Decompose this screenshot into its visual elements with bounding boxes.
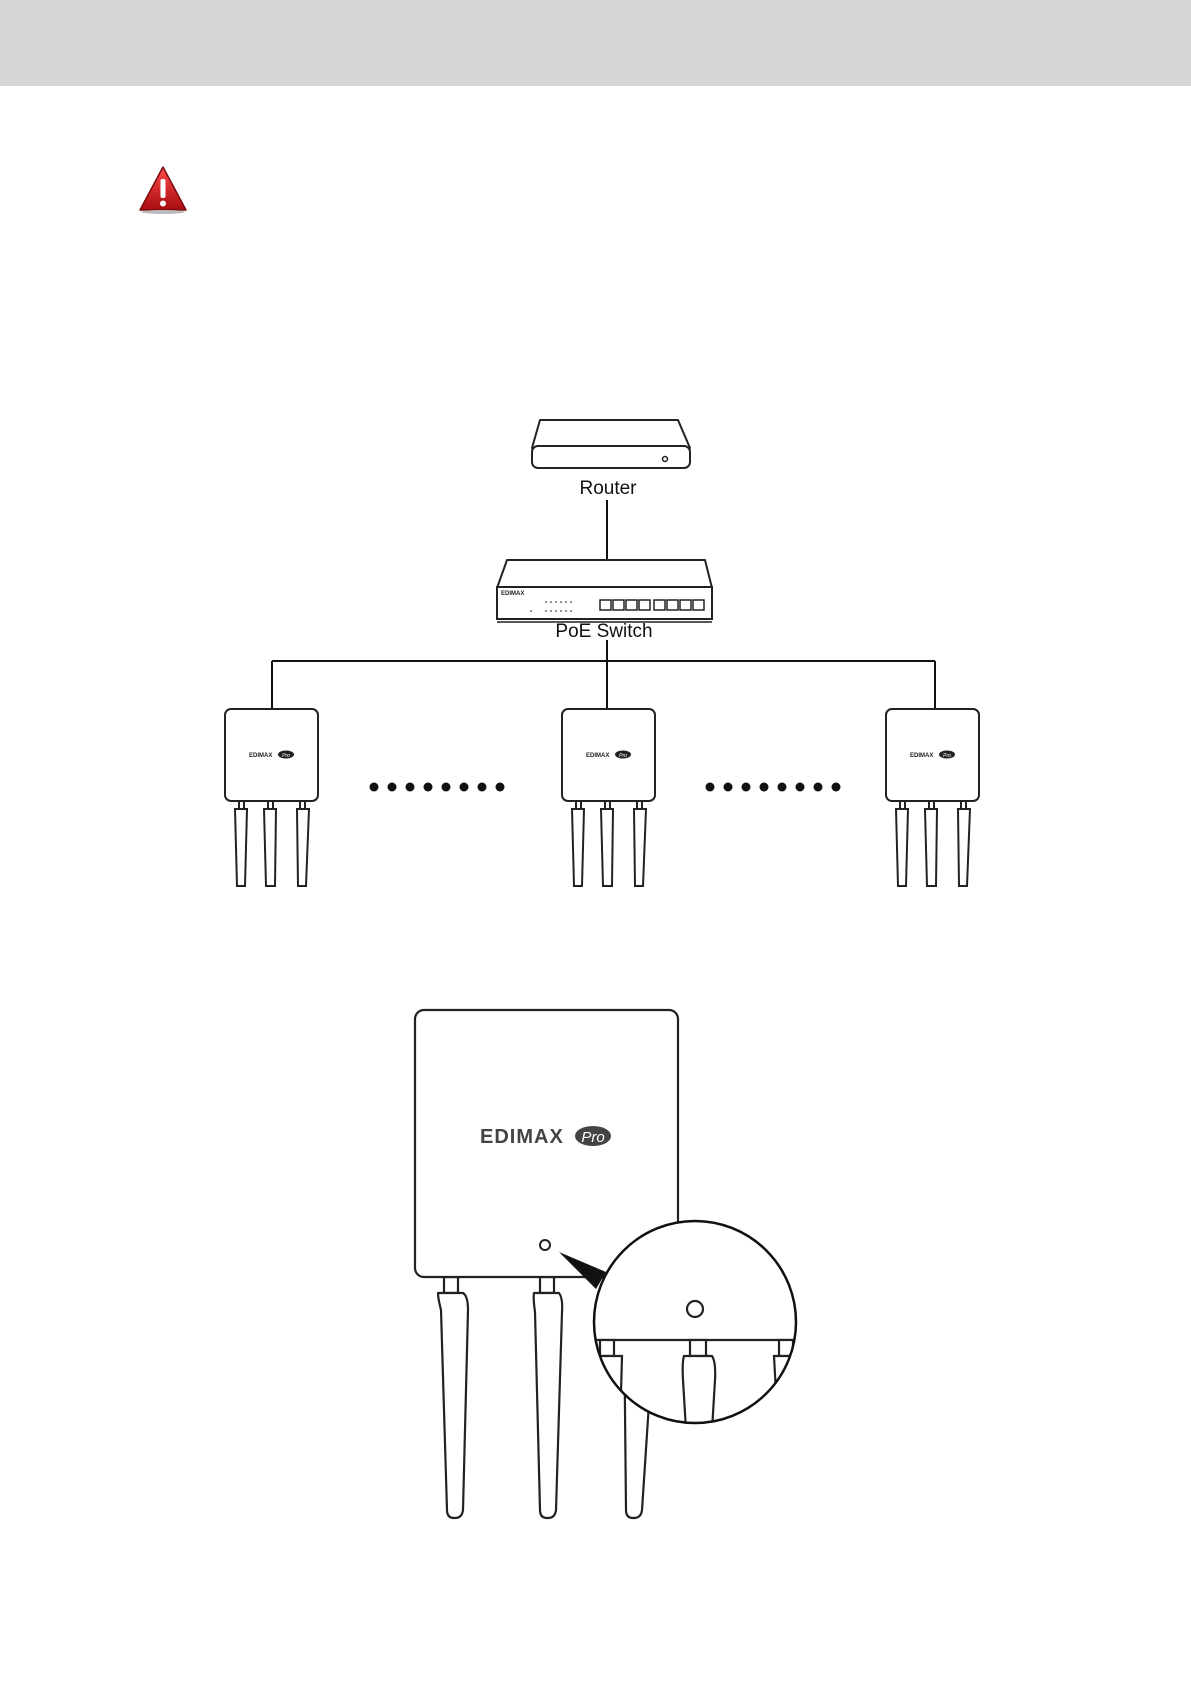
switch-brand: EDIMAX bbox=[501, 591, 524, 597]
led-indicator bbox=[540, 1240, 550, 1250]
ellipsis-dots-left bbox=[370, 783, 505, 792]
svg-text:EDIMAX: EDIMAX bbox=[249, 753, 272, 759]
svg-text:EDIMAX: EDIMAX bbox=[910, 753, 933, 759]
access-point-1: EDIMAX Pro bbox=[225, 709, 318, 886]
access-point-3: EDIMAX Pro bbox=[886, 709, 979, 886]
svg-text:Pro: Pro bbox=[619, 753, 627, 759]
svg-text:EDIMAX: EDIMAX bbox=[586, 753, 609, 759]
link-switch-aps bbox=[272, 640, 935, 709]
svg-text:Pro: Pro bbox=[943, 753, 951, 759]
router-device bbox=[532, 420, 690, 468]
access-point-2: EDIMAX Pro bbox=[562, 709, 655, 886]
svg-text:Pro: Pro bbox=[282, 753, 290, 759]
switch-label: PoE Switch bbox=[555, 621, 652, 642]
closeup-brand: EDIMAX bbox=[480, 1126, 564, 1148]
router-label: Router bbox=[579, 478, 637, 499]
closeup-brand-suffix: Pro bbox=[581, 1129, 604, 1146]
ellipsis-dots-right bbox=[706, 783, 841, 792]
poe-switch-device: EDIMAX bbox=[497, 560, 712, 622]
